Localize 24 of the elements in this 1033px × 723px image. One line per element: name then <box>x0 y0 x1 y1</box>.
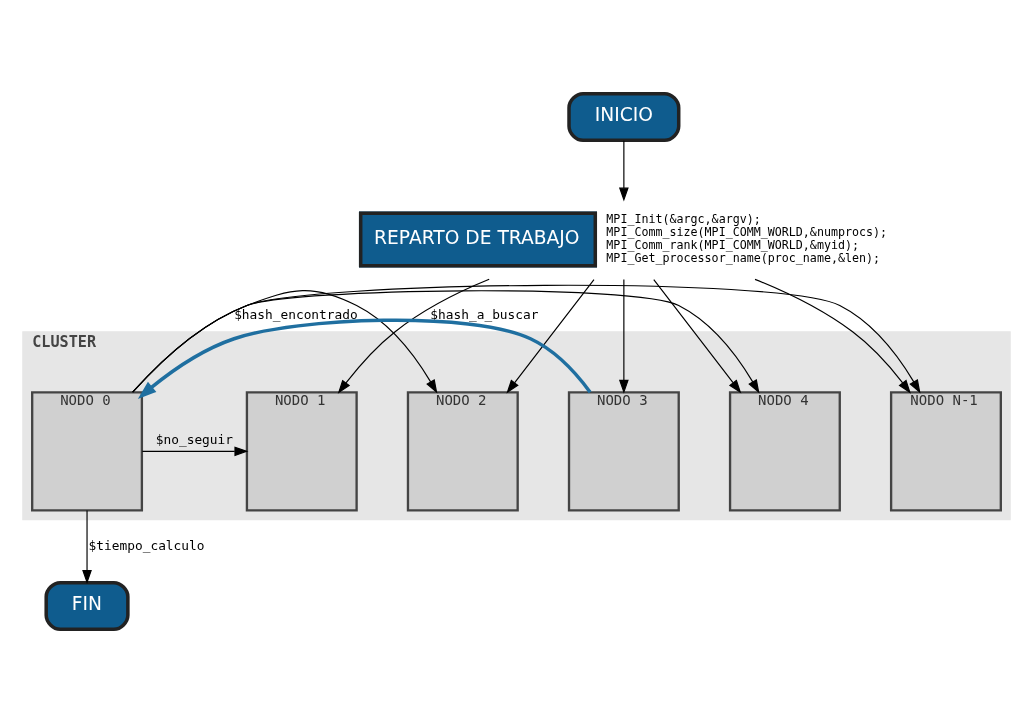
node-box: INICIO <box>567 91 681 143</box>
node-box: FIN <box>44 580 130 632</box>
arrow <box>653 279 742 394</box>
node-box: NODO 3 <box>567 391 680 512</box>
node-box: NODO N-1 <box>889 391 1002 512</box>
node-box: NODO 4 <box>728 391 841 512</box>
arrow <box>132 284 921 394</box>
node-label: MPI_Comm_size(MPI_COMM_WORLD,&numprocs); <box>606 225 888 240</box>
node-box: NODO 2 <box>406 391 519 512</box>
arrow <box>337 278 490 394</box>
arrow <box>141 446 249 457</box>
edge-label: $tiempo_calculo <box>88 537 205 553</box>
arrow <box>137 318 592 399</box>
edge-label: $hash_encontrado <box>234 306 358 322</box>
arrow <box>82 509 92 585</box>
edge-label: $no_seguir <box>155 432 234 448</box>
edge-label: $hash_a_buscar <box>430 306 539 322</box>
node-box: NODO 1 <box>245 391 358 512</box>
arrow <box>618 140 629 202</box>
node-box: NODO 0 <box>31 391 144 512</box>
arrow <box>618 279 629 394</box>
arrow <box>506 279 595 394</box>
node-label: MPI_Init(&argc,&argv); <box>606 212 761 227</box>
arrow <box>754 278 911 394</box>
